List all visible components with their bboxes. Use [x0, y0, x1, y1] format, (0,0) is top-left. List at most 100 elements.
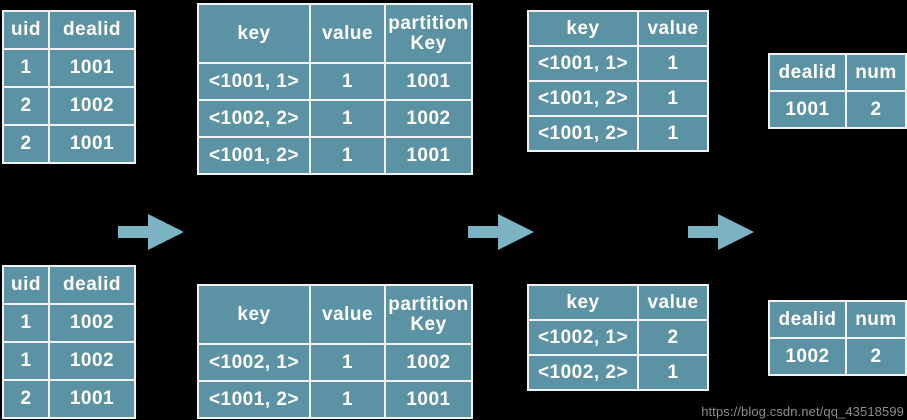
table-input-split-1: uid dealid 1 1001 2 1002 2 1001: [2, 10, 136, 164]
table-row: 1 1002: [2, 341, 136, 381]
table-reduce-output-2: dealid num 1002 2: [768, 300, 907, 376]
table-row: 1 1002: [2, 303, 136, 343]
cell-dealid: 1001: [48, 124, 136, 164]
cell-key: <1001, 1>: [197, 62, 311, 101]
table-row: <1002, 1> 1 1002: [197, 343, 473, 382]
column-header-num: num: [845, 53, 907, 92]
table-row: <1001, 2> 1 1001: [197, 136, 473, 175]
cell-value: 1: [309, 136, 386, 175]
cell-uid: 2: [2, 124, 50, 164]
column-header-dealid: dealid: [48, 10, 136, 50]
cell-uid: 1: [2, 48, 50, 88]
table-reduce-output-1: dealid num 1001 2: [768, 53, 907, 129]
partition-key-line2: Key: [410, 313, 447, 335]
cell-partition-key: 1002: [384, 343, 473, 382]
table-row: 1 1001: [2, 48, 136, 88]
table-row: <1001, 2> 1: [527, 80, 709, 117]
column-header-key: key: [197, 284, 311, 345]
column-header-uid: uid: [2, 265, 50, 305]
cell-uid: 1: [2, 341, 50, 381]
cell-partition-key: 1001: [384, 136, 473, 175]
table-shuffle-output-2: key value <1002, 1> 2 <1002, 2> 1: [527, 284, 709, 391]
column-header-partition-key: partition Key: [384, 3, 473, 64]
cell-key: <1002, 1>: [527, 319, 639, 356]
cell-dealid: 1001: [48, 379, 136, 419]
cell-dealid: 1002: [48, 341, 136, 381]
column-header-dealid: dealid: [48, 265, 136, 305]
table-header-row: dealid num: [768, 53, 907, 92]
column-header-dealid: dealid: [768, 300, 847, 339]
cell-num: 2: [845, 90, 907, 129]
cell-key: <1001, 2>: [527, 80, 639, 117]
table-row: 1001 2: [768, 90, 907, 129]
table-header-row: key value partition Key: [197, 284, 473, 345]
watermark-text: https://blog.csdn.net/qq_43518599: [701, 404, 904, 419]
cell-value: 1: [309, 62, 386, 101]
table-row: <1001, 2> 1 1001: [197, 380, 473, 419]
cell-value: 1: [309, 380, 386, 419]
table-shuffle-output-1: key value <1001, 1> 1 <1001, 2> 1 <1001,…: [527, 10, 709, 152]
cell-dealid: 1001: [48, 48, 136, 88]
column-header-value: value: [637, 10, 709, 47]
table-header-row: uid dealid: [2, 10, 136, 50]
table-header-row: uid dealid: [2, 265, 136, 305]
table-input-split-2: uid dealid 1 1002 1 1002 2 1001: [2, 265, 136, 419]
cell-num: 2: [845, 337, 907, 376]
column-header-partition-key: partition Key: [384, 284, 473, 345]
cell-uid: 2: [2, 86, 50, 126]
cell-value: 1: [309, 343, 386, 382]
table-map-output-1: key value partition Key <1001, 1> 1 1001…: [197, 3, 473, 175]
column-header-num: num: [845, 300, 907, 339]
cell-value: 1: [637, 80, 709, 117]
flow-arrow-icon: [118, 214, 184, 250]
table-header-row: key value partition Key: [197, 3, 473, 64]
column-header-key: key: [197, 3, 311, 64]
column-header-dealid: dealid: [768, 53, 847, 92]
table-header-row: key value: [527, 10, 709, 47]
cell-value: 2: [637, 319, 709, 356]
cell-uid: 1: [2, 303, 50, 343]
cell-dealid: 1001: [768, 90, 847, 129]
flow-arrow-icon: [468, 214, 534, 250]
column-header-key: key: [527, 284, 639, 321]
column-header-uid: uid: [2, 10, 50, 50]
cell-value: 1: [637, 115, 709, 152]
cell-partition-key: 1001: [384, 62, 473, 101]
cell-dealid: 1002: [48, 86, 136, 126]
cell-key: <1002, 2>: [527, 354, 639, 391]
cell-key: <1001, 2>: [197, 380, 311, 419]
cell-partition-key: 1001: [384, 380, 473, 419]
table-row: 2 1002: [2, 86, 136, 126]
table-header-row: dealid num: [768, 300, 907, 339]
cell-value: 1: [637, 354, 709, 391]
table-row: <1001, 1> 1 1001: [197, 62, 473, 101]
table-row: <1002, 2> 1 1002: [197, 99, 473, 138]
table-row: 2 1001: [2, 379, 136, 419]
column-header-value: value: [309, 284, 386, 345]
cell-value: 1: [637, 45, 709, 82]
cell-uid: 2: [2, 379, 50, 419]
cell-key: <1001, 2>: [197, 136, 311, 175]
table-row: 2 1001: [2, 124, 136, 164]
cell-key: <1002, 1>: [197, 343, 311, 382]
partition-key-line1: partition: [388, 293, 469, 315]
table-row: <1002, 1> 2: [527, 319, 709, 356]
partition-key-line2: Key: [410, 32, 447, 54]
column-header-value: value: [637, 284, 709, 321]
cell-key: <1002, 2>: [197, 99, 311, 138]
flow-arrow-icon: [688, 214, 754, 250]
cell-dealid: 1002: [48, 303, 136, 343]
table-row: <1002, 2> 1: [527, 354, 709, 391]
column-header-value: value: [309, 3, 386, 64]
cell-partition-key: 1002: [384, 99, 473, 138]
cell-value: 1: [309, 99, 386, 138]
table-row: <1001, 2> 1: [527, 115, 709, 152]
cell-key: <1001, 1>: [527, 45, 639, 82]
cell-key: <1001, 2>: [527, 115, 639, 152]
table-row: <1001, 1> 1: [527, 45, 709, 82]
table-map-output-2: key value partition Key <1002, 1> 1 1002…: [197, 284, 473, 419]
cell-dealid: 1002: [768, 337, 847, 376]
table-row: 1002 2: [768, 337, 907, 376]
partition-key-line1: partition: [388, 12, 469, 34]
